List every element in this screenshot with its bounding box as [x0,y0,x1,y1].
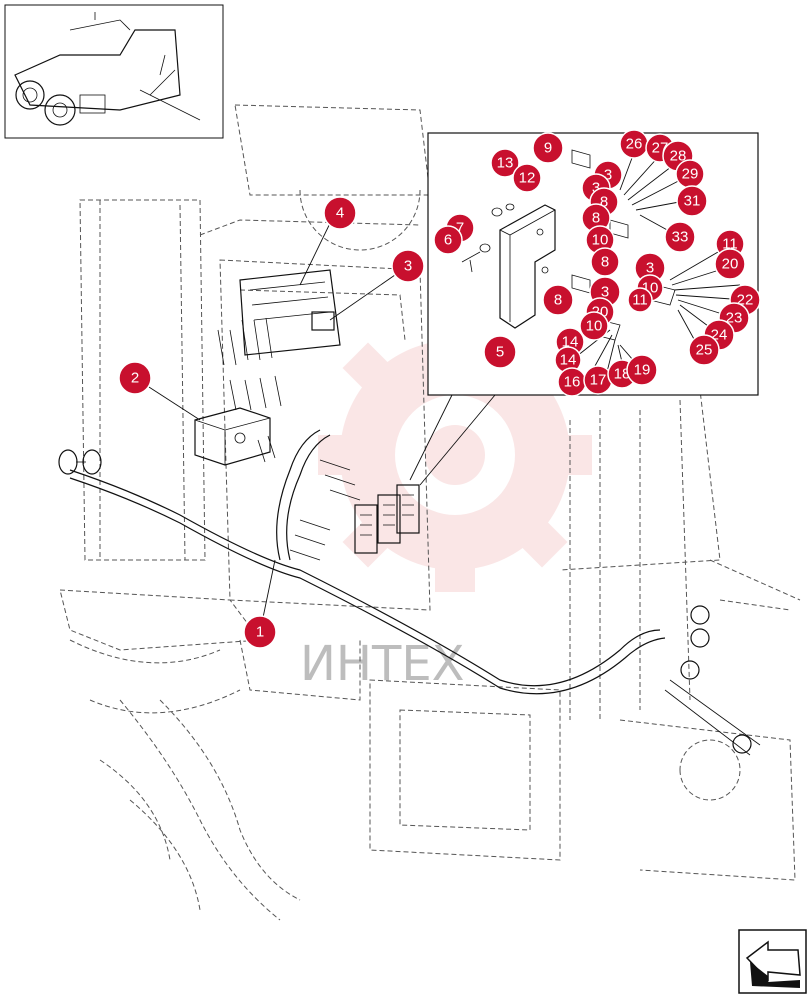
svg-text:19: 19 [634,362,651,379]
svg-text:8: 8 [600,194,608,211]
main-harness [58,429,761,756]
svg-text:28: 28 [670,148,687,165]
back-arrow-icon[interactable] [738,929,807,994]
svg-text:16: 16 [564,374,581,391]
svg-text:14: 14 [562,334,579,351]
detail-callouts: 7 6 9 13 12 3 3 8 8 10 8 8 3 20 10 14 14… [433,129,761,397]
svg-text:18: 18 [614,366,631,383]
svg-text:33: 33 [672,229,689,246]
svg-text:3: 3 [601,284,609,301]
svg-text:5: 5 [496,344,504,361]
svg-text:3: 3 [404,258,412,275]
svg-text:14: 14 [560,352,577,369]
svg-text:10: 10 [586,318,603,335]
svg-text:9: 9 [544,140,552,157]
svg-text:7: 7 [456,220,464,237]
callout-5: 5 [483,335,517,369]
svg-text:23: 23 [726,310,743,327]
callout-3: 3 [391,249,425,283]
svg-text:6: 6 [444,232,452,249]
svg-text:13: 13 [497,155,514,172]
svg-text:8: 8 [601,254,609,271]
svg-text:31: 31 [684,193,701,210]
svg-text:1: 1 [256,624,264,641]
svg-text:8: 8 [592,210,600,227]
svg-text:2: 2 [131,370,139,387]
svg-text:4: 4 [336,205,344,222]
svg-text:3: 3 [646,260,654,277]
svg-text:26: 26 [626,136,643,153]
callout-1: 1 [243,615,277,649]
svg-text:20: 20 [722,256,739,273]
svg-text:3: 3 [604,167,612,184]
svg-text:10: 10 [592,232,609,249]
machine-thumbnail [4,4,224,139]
control-box [194,407,276,466]
terminal-strips [289,459,420,561]
svg-text:8: 8 [554,292,562,309]
connector-right-cluster [680,605,752,754]
svg-text:17: 17 [590,372,607,389]
callout-2: 2 [118,361,152,395]
svg-text:25: 25 [696,342,713,359]
svg-text:12: 12 [519,170,536,187]
svg-text:11: 11 [722,236,738,253]
svg-text:11: 11 [632,292,648,309]
connector-left [58,449,102,475]
watermark-text: ИНТЕХ [300,636,465,692]
svg-text:29: 29 [682,166,699,183]
fuse-block [217,269,341,411]
machine-frame-outline [59,104,801,921]
svg-text:3: 3 [592,180,600,197]
callout-4: 4 [323,196,357,230]
